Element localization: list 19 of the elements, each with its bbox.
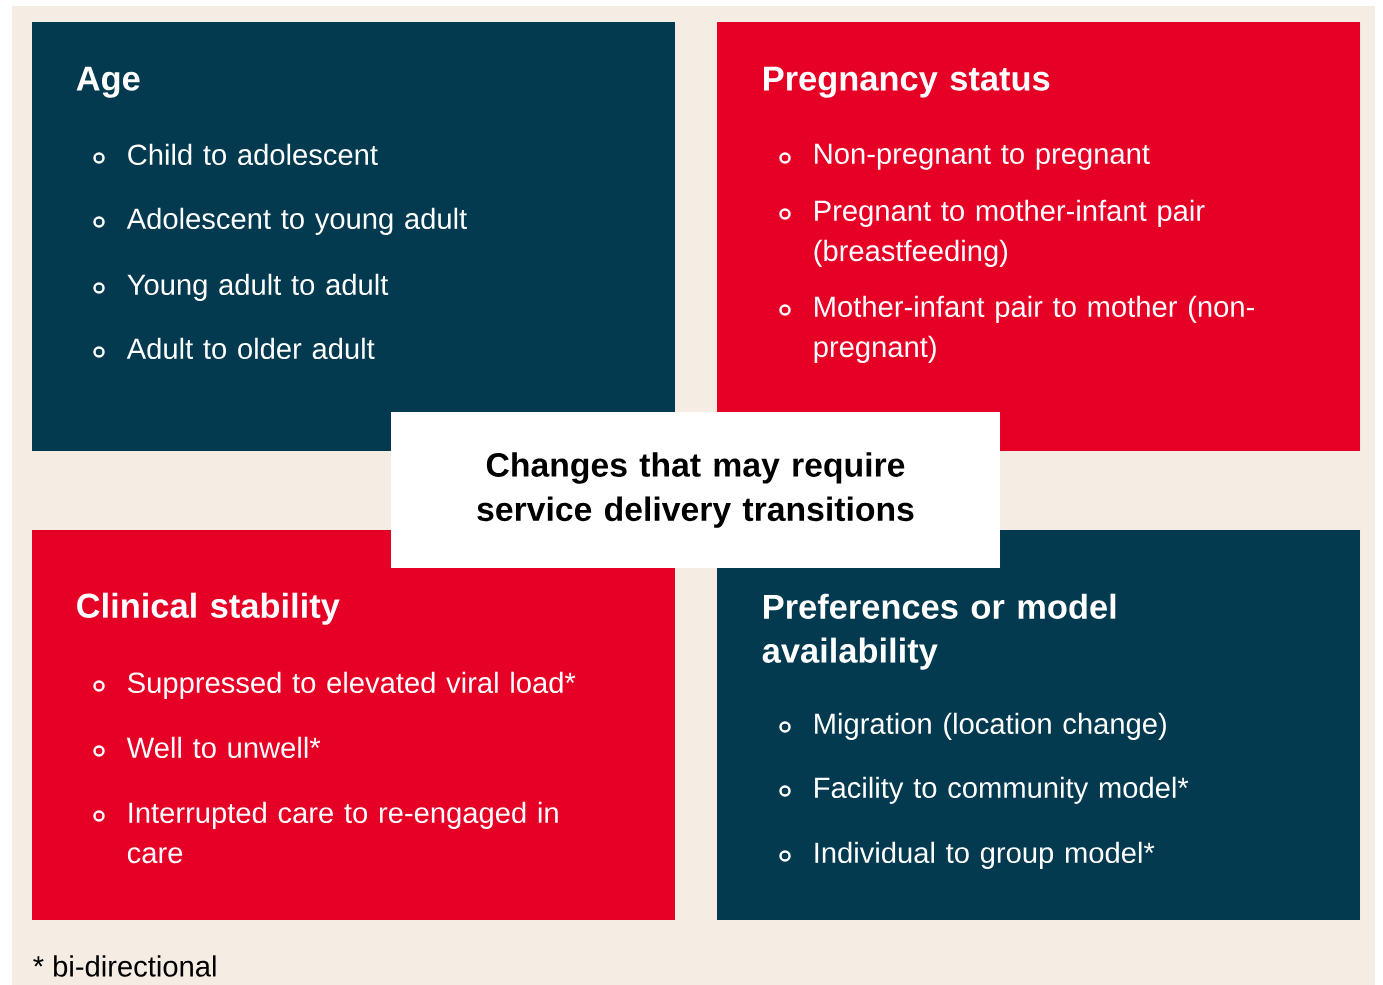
bullet-item: Young adult to adult: [93, 273, 389, 301]
bullet-item: Non-pregnant to pregnant: [779, 143, 1150, 170]
bullet-item: Adult to older adult: [93, 337, 375, 360]
bullet-item: Facility to community model*: [779, 776, 1189, 804]
bullet-item: Individual to group model*: [779, 841, 1155, 869]
bullet-item: Migration (location change): [779, 712, 1166, 740]
bullet-item: Pregnant to mother-infant pair (breastfeeding): [779, 199, 1205, 267]
bullet-item: Child to adolescent: [93, 143, 378, 166]
panel-heading: Preferences or model availability: [762, 593, 1116, 670]
bullet-item: Mother-infant pair to mother (non-pregnant): [779, 295, 1254, 363]
bullet-item: Adolescent to young adult: [93, 207, 467, 235]
panel-heading: Clinical stability: [77, 592, 340, 625]
panel-heading: Pregnancy status: [764, 66, 1050, 98]
footnote: * bi-directional: [33, 955, 216, 977]
bullet-item: Interrupted care to re-engaged in care: [93, 801, 558, 864]
bullet-item: Well to unwell*: [93, 736, 321, 759]
panel-heading: Age: [76, 66, 140, 98]
bullet-item: Suppressed to elevated viral load*: [93, 671, 576, 699]
center-box: Changes that may require service delivery transitions: [391, 412, 1000, 568]
